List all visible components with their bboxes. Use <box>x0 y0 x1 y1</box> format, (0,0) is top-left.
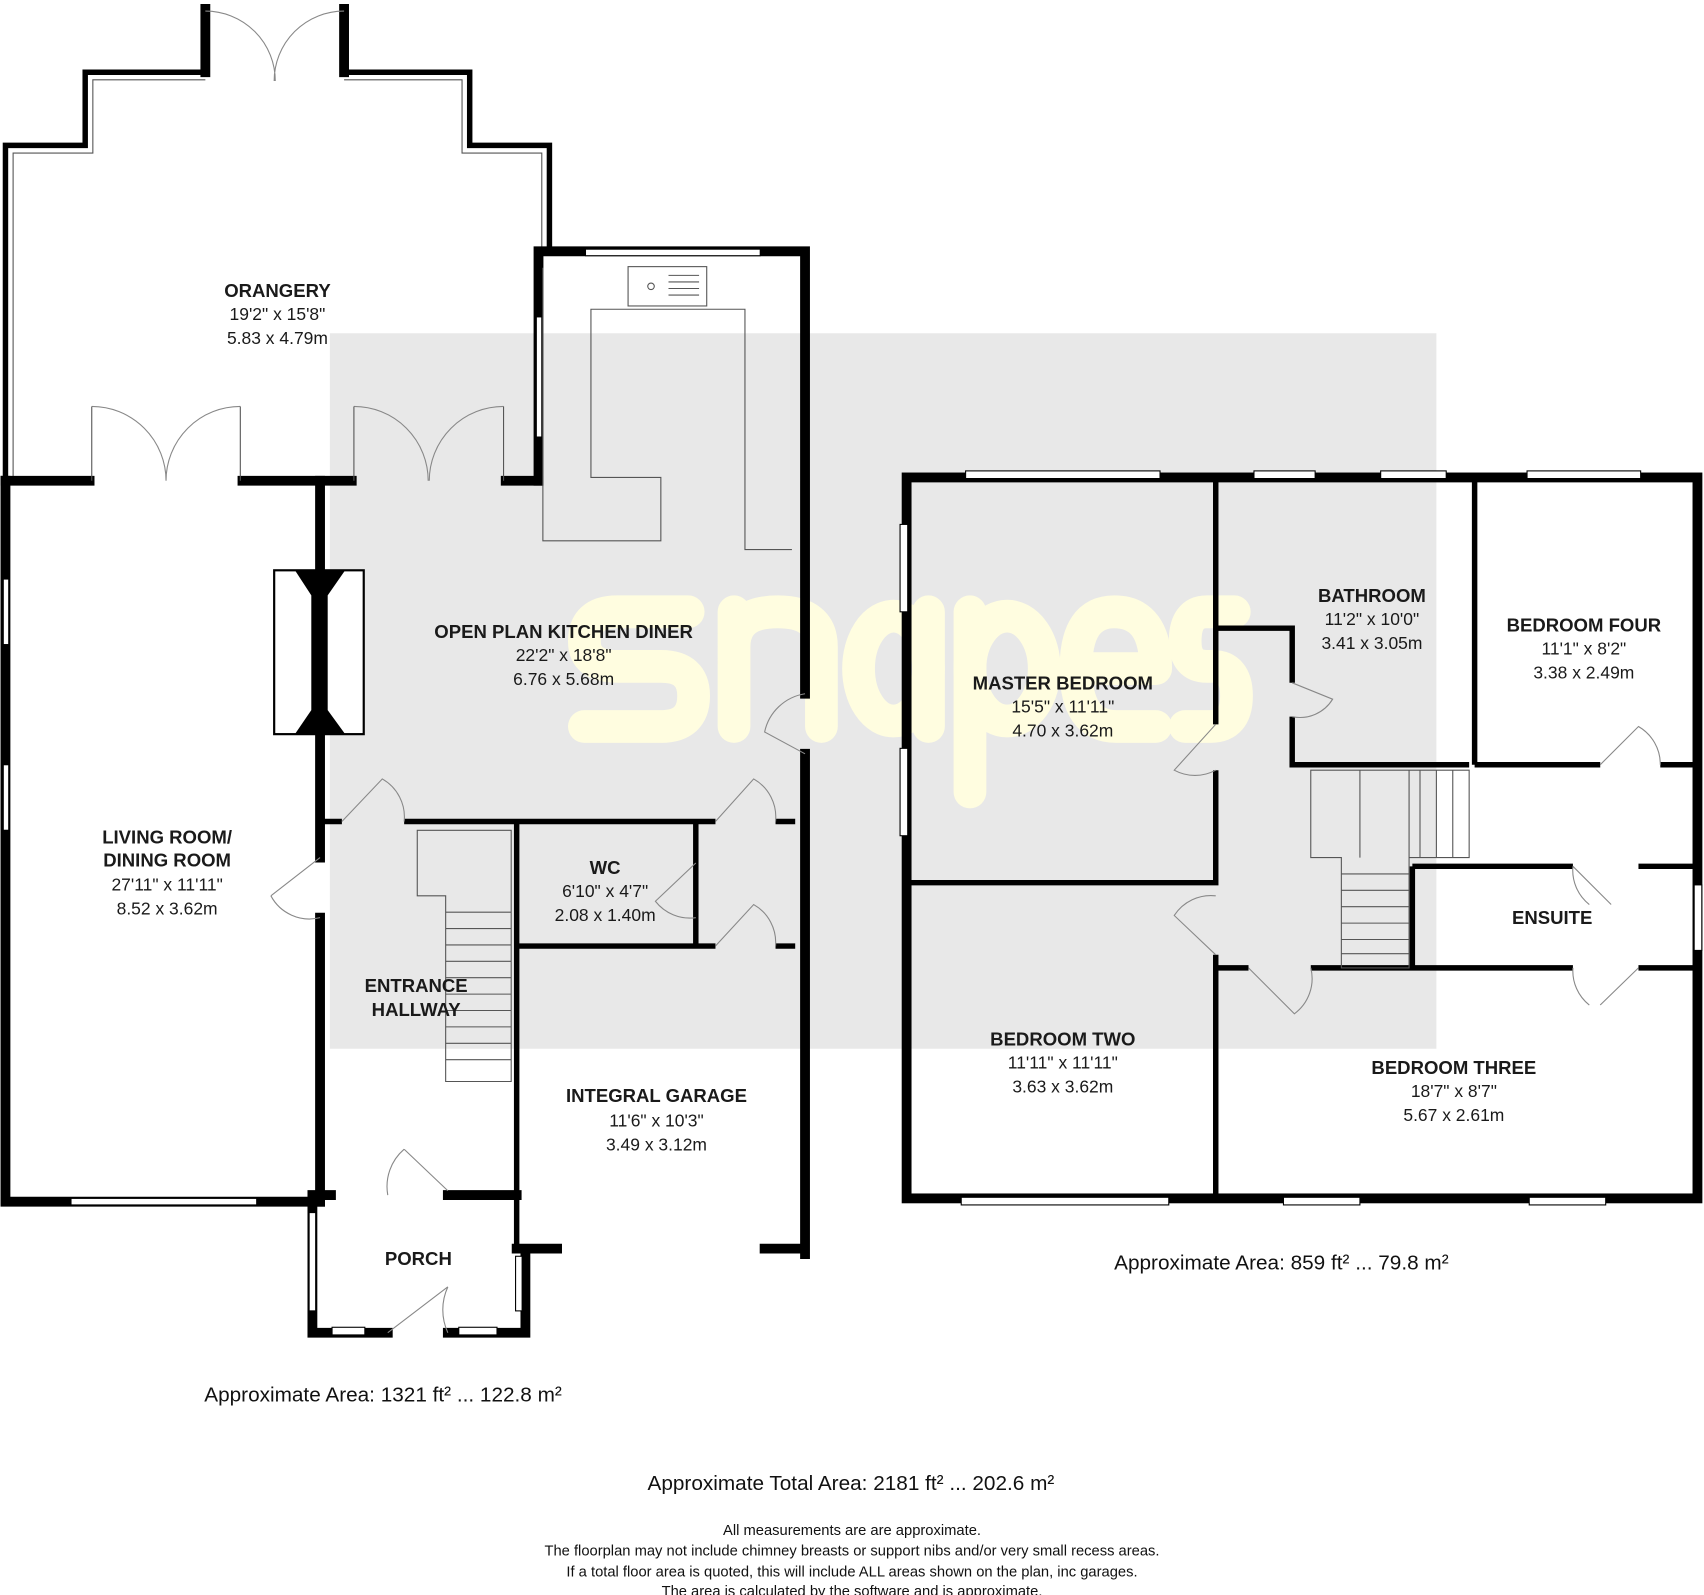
disclaimer-line: If a total floor area is quoted, this wi… <box>566 1564 1137 1580</box>
room-bedroom-three: BEDROOM THREE 18'7" x 8'7" 5.67 x 2.61m <box>1371 1057 1536 1125</box>
svg-text:5.83 x 4.79m: 5.83 x 4.79m <box>227 328 328 348</box>
room-wc: WC 6'10" x 4'7" 2.08 x 1.40m <box>555 857 656 925</box>
orangery-glazed-walls <box>2 69 553 481</box>
svg-text:19'2" x 15'8": 19'2" x 15'8" <box>230 304 326 324</box>
svg-text:8.52 x 3.62m: 8.52 x 3.62m <box>117 898 218 918</box>
ground-floor-area: Approximate Area: 1321 ft² ... 122.8 m² <box>204 1384 562 1407</box>
disclaimer-line: The floorplan may not include chimney br… <box>544 1544 1159 1560</box>
ground-floor-plan <box>0 3 810 1338</box>
svg-text:3.49 x 3.12m: 3.49 x 3.12m <box>606 1134 707 1154</box>
svg-text:18'7" x 8'7": 18'7" x 8'7" <box>1411 1081 1497 1101</box>
svg-text:ENTRANCE: ENTRANCE <box>365 975 468 996</box>
svg-text:BEDROOM FOUR: BEDROOM FOUR <box>1507 614 1662 635</box>
svg-text:3.41 x 3.05m: 3.41 x 3.05m <box>1321 633 1422 653</box>
svg-text:BEDROOM THREE: BEDROOM THREE <box>1371 1057 1536 1078</box>
total-area: Approximate Total Area: 2181 ft² ... 202… <box>648 1472 1055 1495</box>
disclaimer-line: The area is calculated by the software a… <box>662 1584 1043 1595</box>
svg-text:LIVING ROOM/: LIVING ROOM/ <box>102 826 232 847</box>
svg-text:22'2" x 18'8": 22'2" x 18'8" <box>516 645 612 665</box>
room-integral-garage: INTEGRAL GARAGE 11'6" x 10'3" 3.49 x 3.1… <box>566 1085 747 1154</box>
svg-text:11'2" x 10'0": 11'2" x 10'0" <box>1325 609 1420 629</box>
svg-text:4.70 x 3.62m: 4.70 x 3.62m <box>1012 720 1113 740</box>
svg-text:PORCH: PORCH <box>385 1248 452 1269</box>
svg-text:3.38 x 2.49m: 3.38 x 2.49m <box>1533 662 1634 682</box>
svg-text:6'10" x 4'7": 6'10" x 4'7" <box>562 881 648 901</box>
room-living-dining: LIVING ROOM/ DINING ROOM 27'11" x 11'11"… <box>102 826 232 918</box>
room-master-bedroom: MASTER BEDROOM 15'5" x 11'11" 4.70 x 3.6… <box>973 672 1153 740</box>
svg-text:INTEGRAL GARAGE: INTEGRAL GARAGE <box>566 1085 747 1106</box>
watermark <box>329 333 1437 1049</box>
disclaimer: All measurements are are approximate. Th… <box>544 1523 1159 1595</box>
svg-text:3.63 x 3.62m: 3.63 x 3.62m <box>1012 1076 1113 1096</box>
svg-text:15'5" x 11'11": 15'5" x 11'11" <box>1011 696 1114 716</box>
room-porch: PORCH <box>385 1248 452 1269</box>
svg-text:BEDROOM TWO: BEDROOM TWO <box>990 1028 1135 1049</box>
watermark-logo <box>568 595 1253 809</box>
room-bedroom-two: BEDROOM TWO 11'11" x 11'11" 3.63 x 3.62m <box>990 1028 1135 1096</box>
svg-text:27'11" x 11'11": 27'11" x 11'11" <box>111 874 222 894</box>
disclaimer-line: All measurements are are approximate. <box>723 1523 981 1539</box>
svg-text:WC: WC <box>590 857 621 878</box>
svg-text:5.67 x 2.61m: 5.67 x 2.61m <box>1403 1105 1504 1125</box>
sink-icon <box>627 266 708 307</box>
svg-text:11'11" x 11'11": 11'11" x 11'11" <box>1008 1052 1118 1072</box>
room-kitchen-diner: OPEN PLAN KITCHEN DINER 22'2" x 18'8" 6.… <box>434 621 693 689</box>
room-bathroom: BATHROOM 11'2" x 10'0" 3.41 x 3.05m <box>1318 585 1426 653</box>
svg-text:2.08 x 1.40m: 2.08 x 1.40m <box>555 905 656 925</box>
first-floor-plan <box>899 470 1703 1206</box>
staircase-icon <box>1310 769 1470 969</box>
room-entrance-hallway: ENTRANCE HALLWAY <box>365 975 468 1020</box>
watermark-backdrop <box>329 333 1437 1049</box>
svg-text:6.76 x 5.68m: 6.76 x 5.68m <box>513 669 614 689</box>
room-bedroom-four: BEDROOM FOUR 11'1" x 8'2" 3.38 x 2.49m <box>1507 614 1662 682</box>
svg-text:HALLWAY: HALLWAY <box>372 999 462 1020</box>
svg-text:ORANGERY: ORANGERY <box>224 280 331 301</box>
svg-text:11'6" x 10'3": 11'6" x 10'3" <box>609 1110 704 1130</box>
room-ensuite: ENSUITE <box>1512 907 1592 928</box>
first-floor-area: Approximate Area: 859 ft² ... 79.8 m² <box>1114 1251 1449 1274</box>
svg-text:11'1" x 8'2": 11'1" x 8'2" <box>1541 638 1626 658</box>
svg-text:OPEN PLAN KITCHEN DINER: OPEN PLAN KITCHEN DINER <box>434 621 693 642</box>
svg-text:ENSUITE: ENSUITE <box>1512 907 1592 928</box>
room-orangery: ORANGERY 19'2" x 15'8" 5.83 x 4.79m <box>224 280 331 348</box>
svg-text:BATHROOM: BATHROOM <box>1318 585 1426 606</box>
svg-text:MASTER BEDROOM: MASTER BEDROOM <box>973 672 1153 693</box>
staircase-icon <box>416 829 512 1083</box>
svg-text:DINING ROOM: DINING ROOM <box>103 849 231 870</box>
